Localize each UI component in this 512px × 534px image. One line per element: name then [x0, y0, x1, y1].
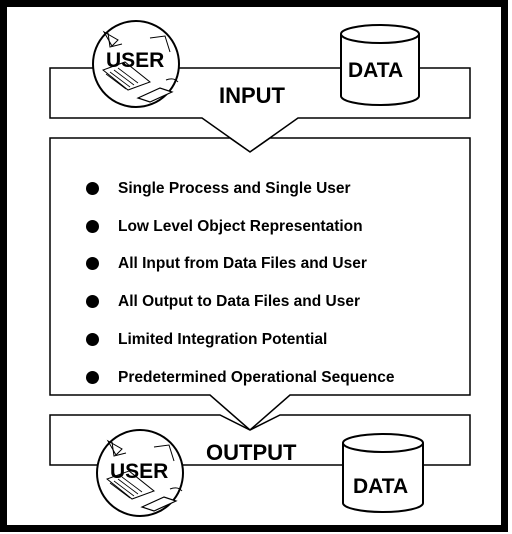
user-label-top: USER: [106, 49, 165, 72]
list-item: Low Level Object Representation: [86, 208, 466, 246]
data-cylinder-icon-top: [340, 24, 420, 106]
list-item: Single Process and Single User: [86, 170, 466, 208]
bullet-icon: [86, 370, 99, 384]
bullet-icon: [86, 257, 99, 271]
bullet-icon: [86, 333, 99, 347]
user-label-bottom: USER: [110, 460, 169, 483]
list-item: Limited Integration Potential: [86, 321, 466, 359]
list-item: All Input from Data Files and User: [86, 246, 466, 284]
user-terminal-icon-bottom: [96, 429, 184, 517]
input-label: INPUT: [219, 83, 285, 108]
feature-list: Single Process and Single User Low Level…: [86, 170, 466, 397]
data-cylinder-icon-bottom: [342, 433, 424, 513]
main-box: [49, 137, 471, 431]
list-item: Predetermined Operational Sequence: [86, 359, 466, 397]
bullet-icon: [86, 295, 99, 309]
output-label: OUTPUT: [206, 440, 297, 465]
bullet-icon: [86, 181, 99, 195]
data-label-top: DATA: [348, 59, 404, 82]
data-label-bottom: DATA: [353, 475, 409, 498]
list-item: All Output to Data Files and User: [86, 283, 466, 321]
user-terminal-icon-top: [92, 20, 180, 108]
bullet-icon: [86, 219, 99, 233]
